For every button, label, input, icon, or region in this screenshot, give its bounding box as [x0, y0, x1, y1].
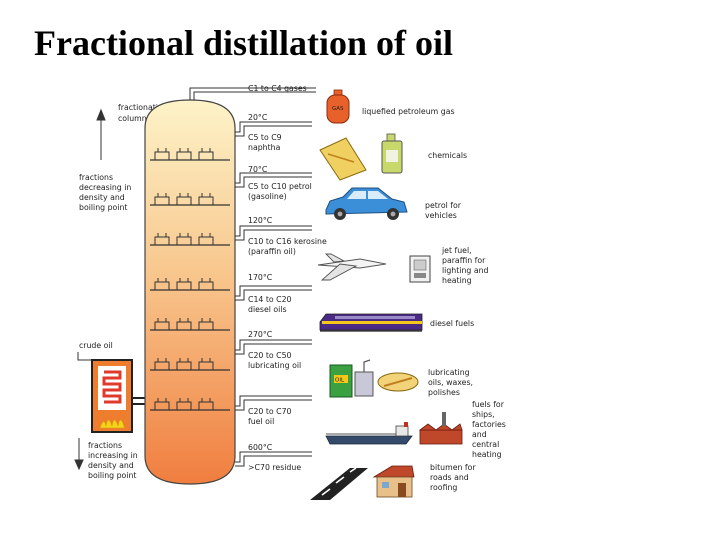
fraction-temp-2: 70°C [248, 165, 268, 174]
use-fuel-2: ships, [472, 410, 495, 419]
fraction-sub-7: fuel oil [248, 417, 274, 426]
fraction-name-2: C5 to C9 [248, 133, 282, 142]
train-icon [319, 313, 423, 332]
furnace [91, 359, 148, 433]
decreasing-label-1: fractions [79, 173, 113, 182]
use-fuel-4: and [472, 430, 487, 439]
fraction-name-5: C14 to C20 [248, 295, 292, 304]
decreasing-label-2: decreasing in [79, 183, 131, 192]
outlet-pipes [189, 87, 316, 467]
fraction-sub-6: lubricating oil [248, 361, 301, 370]
fraction-sub-5: diesel oils [248, 305, 287, 314]
use-chemicals: chemicals [428, 151, 467, 160]
fraction-name-8: >C70 residue [248, 463, 301, 472]
fractionating-column [144, 99, 236, 485]
page-title: Fractional distillation of oil [34, 23, 453, 63]
use-bitumen-1: bitumen for [430, 463, 476, 472]
oil-can-text: OIL [335, 378, 345, 384]
up-arrow-icon [96, 108, 106, 160]
chemicals-icon [319, 133, 403, 181]
outlet-pipe [235, 451, 312, 467]
use-diesel: diesel fuels [430, 319, 474, 328]
outlet-pipe [189, 87, 316, 100]
use-labels: liquefied petroleum gas chemicals petrol… [362, 107, 506, 492]
fraction-temp-1: 20°C [248, 113, 268, 122]
use-lube-2: oils, waxes, [428, 378, 473, 387]
outlet-pipe [235, 225, 312, 241]
column-tray [150, 318, 230, 331]
decreasing-label-3: density and [79, 193, 125, 202]
outlet-pipe [235, 339, 312, 355]
crude-oil-label: crude oil [79, 341, 113, 350]
ship-icon [325, 422, 413, 445]
column-tray [150, 278, 230, 291]
increasing-label-3: density and [88, 461, 134, 470]
heater-icon [409, 255, 431, 283]
outlet-pipe [235, 395, 312, 411]
use-jet-1: jet fuel, [441, 246, 472, 255]
use-petrol-1: petrol for [425, 201, 462, 210]
column-tray [150, 358, 230, 371]
factory-icon [418, 412, 463, 445]
fraction-sub-3: (gasoline) [248, 192, 287, 201]
use-bitumen-2: roads and [430, 473, 469, 482]
fraction-temp-5: 270°C [248, 330, 273, 339]
use-jet-2: paraffin for [442, 256, 486, 265]
fraction-name-7: C20 to C70 [248, 407, 292, 416]
fraction-sub-2: naphtha [248, 143, 281, 152]
use-petrol-2: vehicles [425, 211, 457, 220]
column-label-line-1: fractionating [118, 103, 168, 112]
fraction-sub-4: (paraffin oil) [248, 247, 296, 256]
column-label-line-2: column [118, 114, 147, 123]
column-tray [150, 148, 230, 161]
fraction-temp-3: 120°C [248, 216, 273, 225]
use-jet-4: heating [442, 276, 472, 285]
use-jet-3: lighting and [442, 266, 489, 275]
use-fuel-3: factories [472, 420, 506, 429]
use-bitumen-3: roofing [430, 483, 457, 492]
column-tray [150, 193, 230, 206]
fraction-name-3: C5 to C10 petrol [248, 182, 312, 191]
column-tray [150, 398, 230, 411]
use-lpg: liquefied petroleum gas [362, 107, 455, 116]
increasing-label-4: boiling point [88, 471, 136, 480]
fraction-temp-4: 170°C [248, 273, 273, 282]
use-lube-1: lubricating [428, 368, 470, 377]
outlet-pipe [235, 172, 312, 188]
fraction-name-4: C10 to C16 kerosine [248, 237, 327, 246]
jet-plane-icon [317, 253, 387, 281]
oil-can-icon: OIL [329, 359, 419, 398]
road-icon [310, 467, 368, 500]
use-lube-3: polishes [428, 388, 460, 397]
gas-cylinder-icon: GAS [326, 89, 350, 124]
outlet-pipe [235, 285, 312, 301]
down-arrow-icon [74, 438, 84, 471]
decreasing-label-4: boiling point [79, 203, 127, 212]
increasing-label-1: fractions [88, 441, 122, 450]
use-fuel-6: heating [472, 450, 502, 459]
crude-oil-line [77, 352, 110, 361]
fraction-name-6: C20 to C50 [248, 351, 292, 360]
fraction-temp-7: 600°C [248, 443, 273, 452]
gas-cylinder-text: GAS [332, 106, 344, 112]
house-icon [372, 465, 415, 498]
increasing-label-2: increasing in [88, 451, 138, 460]
column-tray [150, 233, 230, 246]
outlet-pipe [235, 121, 312, 137]
fraction-labels: C1 to C4 gases 20°C C5 to C9 naphtha 70°… [248, 84, 327, 472]
use-fuel-1: fuels for [472, 400, 505, 409]
flame-icon [99, 419, 125, 429]
car-icon [325, 187, 408, 220]
use-fuel-5: central [472, 440, 499, 449]
fraction-name-1: C1 to C4 gases [248, 84, 307, 93]
